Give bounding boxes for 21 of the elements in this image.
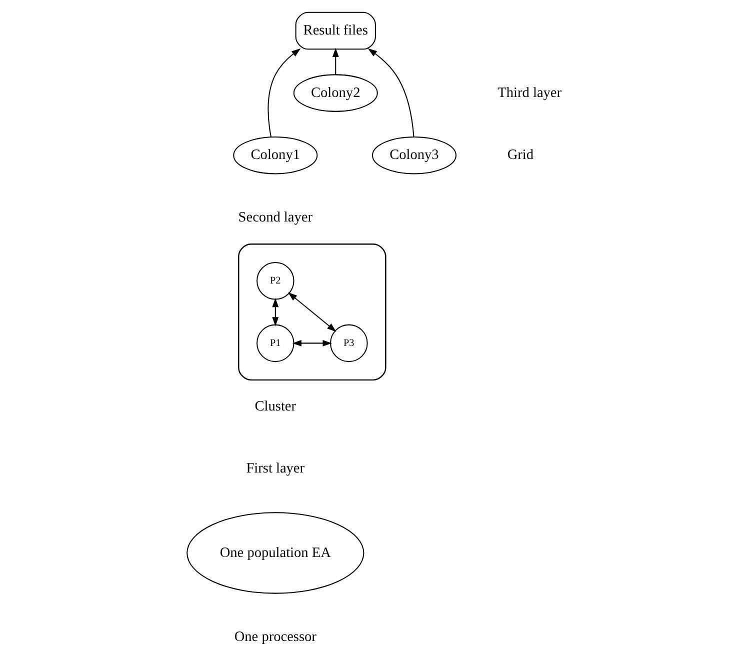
arrow bbox=[368, 48, 414, 137]
arrow bbox=[288, 292, 336, 332]
node-circle: P1 bbox=[256, 324, 294, 362]
label: Grid bbox=[507, 147, 534, 164]
arrow bbox=[268, 48, 301, 137]
label: Third layer bbox=[498, 84, 562, 101]
node-ellipse: One population EA bbox=[186, 512, 364, 594]
node-ellipse: Colony1 bbox=[233, 136, 318, 174]
label: One processor bbox=[234, 628, 316, 645]
label: First layer bbox=[246, 460, 305, 477]
arrow bbox=[332, 48, 339, 75]
arrow bbox=[272, 298, 279, 326]
node-circle: P3 bbox=[330, 324, 368, 362]
label: Cluster bbox=[254, 398, 296, 414]
arrow bbox=[292, 340, 332, 346]
node-box: Result files bbox=[295, 12, 376, 50]
label: Second layer bbox=[238, 209, 312, 226]
cluster bbox=[238, 244, 386, 381]
node-ellipse: Colony3 bbox=[372, 136, 456, 174]
node-ellipse: Colony2 bbox=[293, 74, 378, 112]
node-circle: P2 bbox=[256, 262, 294, 300]
